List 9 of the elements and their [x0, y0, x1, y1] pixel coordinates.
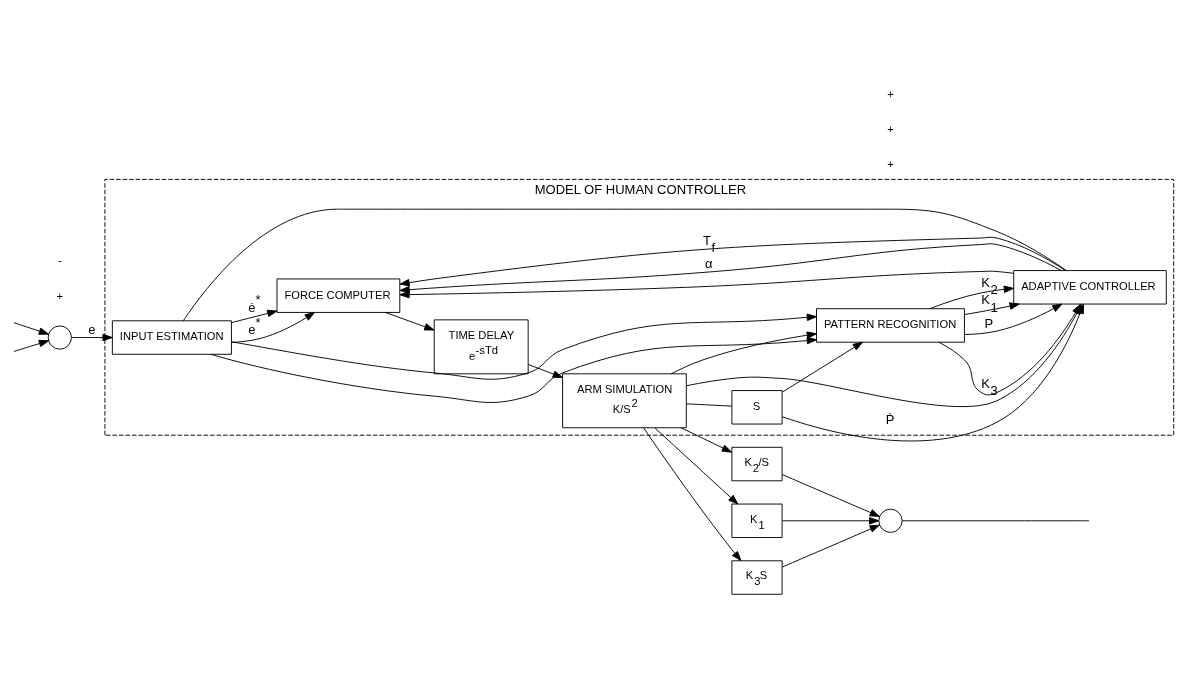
node-label: + — [56, 289, 64, 302]
edge-label: P — [984, 315, 994, 331]
edge-label: α — [704, 255, 713, 271]
edge-label: Ṗ — [885, 412, 895, 428]
edge-label: e — [88, 322, 96, 338]
node-label: - — [57, 254, 62, 267]
node-label: + — [887, 158, 894, 171]
node-label: + — [887, 87, 894, 100]
node-label: + — [887, 123, 894, 135]
